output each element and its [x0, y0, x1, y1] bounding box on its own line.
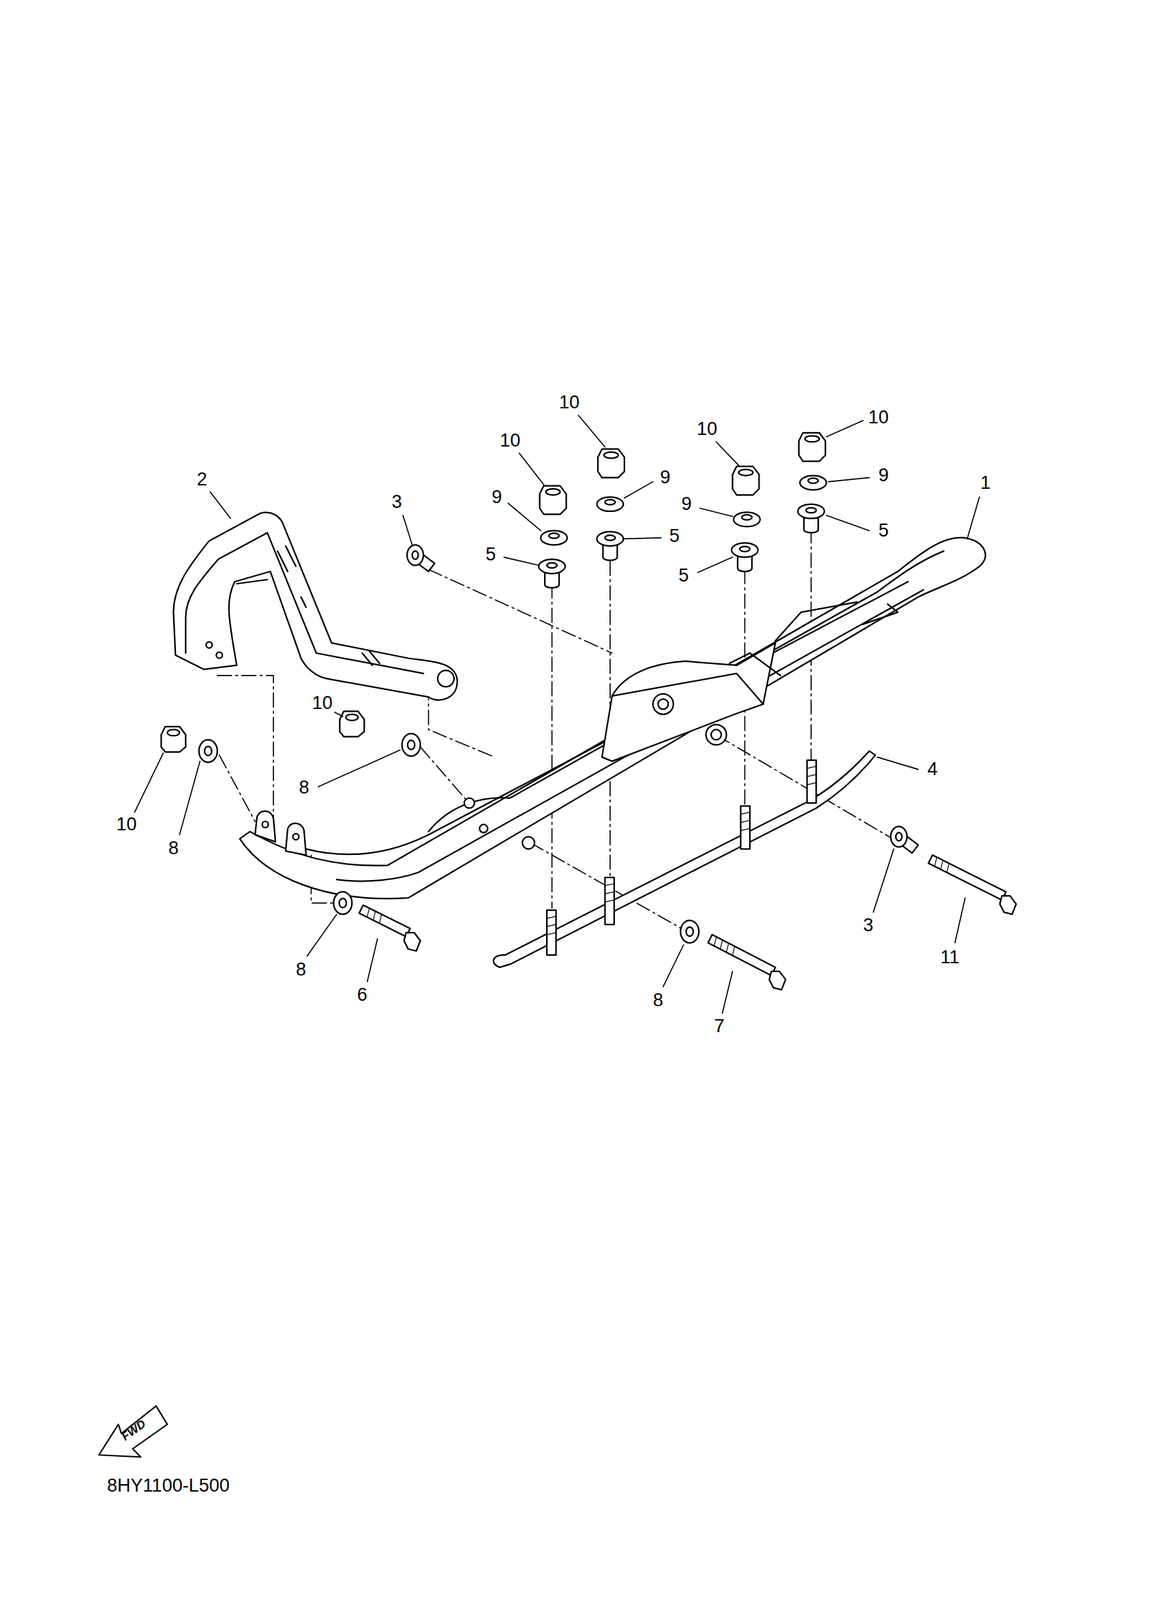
- callout-number: 8: [295, 959, 307, 979]
- callout-number: 5: [669, 526, 680, 545]
- callout-number: 7: [714, 1017, 725, 1036]
- callout-number: 5: [878, 521, 889, 540]
- callout-number: 3: [392, 492, 403, 512]
- callout-number: 10: [312, 694, 333, 713]
- callout-number: 9: [878, 466, 889, 485]
- callout-number: 4: [927, 760, 938, 779]
- callout-number: 1: [980, 473, 991, 492]
- callout-number: 8: [653, 990, 664, 1010]
- callout-number: 10: [116, 815, 138, 834]
- callout-number: 8: [298, 778, 309, 797]
- callout-number: 5: [678, 566, 689, 585]
- callout-number: 10: [559, 392, 580, 412]
- drawing-code: 8HY1100-L500: [107, 1476, 230, 1495]
- callout-number: 3: [863, 916, 874, 935]
- callout-number: 9: [681, 494, 692, 514]
- callout-number: 10: [867, 408, 889, 427]
- callout-number: 2: [197, 470, 208, 489]
- callout-number: 8: [168, 838, 179, 857]
- callout-number: 10: [696, 419, 718, 438]
- callout-number: 6: [357, 985, 368, 1005]
- callout-number: 10: [499, 431, 521, 450]
- callout-number: 5: [485, 544, 496, 564]
- callout-number: 9: [491, 487, 502, 506]
- callout-number: 9: [659, 468, 671, 487]
- callout-number: 11: [940, 947, 960, 967]
